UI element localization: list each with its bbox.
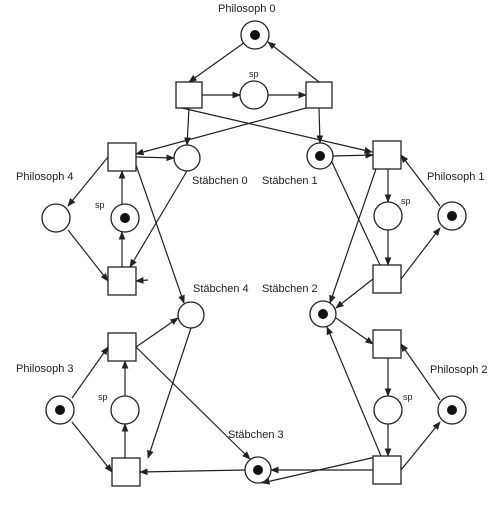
arc: [139, 468, 246, 476]
label-chopstick-4: Stäbchen 4: [193, 283, 249, 295]
arc: [135, 277, 149, 284]
token-p0-think: [250, 30, 260, 40]
label-sp-right: sp: [401, 196, 411, 206]
label-philosopher-2: Philosoph 2: [430, 364, 488, 376]
transition-p0-release: [305, 81, 333, 109]
label-chopstick-2: Stäbchen 2: [262, 283, 318, 295]
transition-p3-release: [107, 332, 137, 362]
label-chopstick-1: Stäbchen 1: [262, 175, 318, 187]
arc: [71, 421, 113, 473]
arc: [400, 227, 441, 280]
label-sp-left: sp: [95, 200, 105, 210]
arc: [335, 317, 374, 345]
token-p3-think: [55, 405, 65, 415]
transition-p2-take: [372, 329, 402, 359]
arc: [332, 151, 374, 159]
token-stick-1: [315, 151, 325, 161]
transition-p1-take: [372, 140, 402, 170]
label-philosopher-0: Philosoph 0: [218, 3, 276, 15]
arc: [135, 164, 185, 304]
arc: [135, 154, 175, 162]
arc: [329, 168, 377, 304]
label-philosopher-4: Philosoph 4: [16, 171, 74, 183]
arc: [135, 317, 179, 348]
arc: [135, 107, 307, 156]
arc: [400, 421, 441, 471]
arc: [326, 326, 382, 457]
arc: [181, 107, 373, 154]
label-philosopher-3: Philosoph 3: [16, 363, 74, 375]
arc: [71, 346, 109, 399]
token-stick-3: [253, 465, 263, 475]
token-stick-2: [318, 309, 328, 319]
transition-p4-release: [107, 142, 137, 172]
label-philosopher-1: Philosoph 1: [427, 171, 485, 183]
transition-p0-take: [175, 81, 203, 109]
place-p1-eat: [373, 201, 403, 231]
arc: [67, 229, 109, 282]
arc: [335, 278, 374, 309]
place-p2-eat: [373, 395, 403, 425]
token-p1-think: [447, 211, 457, 221]
arc: [267, 41, 320, 83]
place-stick-4: [177, 301, 205, 329]
label-chopstick-3: Stäbchen 3: [228, 429, 284, 441]
arc: [316, 107, 324, 144]
arc: [400, 154, 441, 207]
arc: [184, 107, 191, 146]
transition-p3-take: [111, 457, 141, 487]
arc: [400, 343, 441, 401]
transition-p4-take: [107, 266, 137, 296]
transition-p1-release: [372, 264, 402, 294]
token-p2-think: [447, 405, 457, 415]
arc: [261, 455, 381, 485]
arc: [322, 142, 381, 266]
arc: [67, 156, 109, 207]
arc: [135, 346, 251, 460]
transition-p2-release: [372, 455, 402, 485]
place-p4-think: [41, 203, 71, 233]
label-sp-bottom-left: sp: [98, 392, 108, 402]
arc: [129, 170, 188, 268]
label-chopstick-0: Stäbchen 0: [192, 175, 248, 187]
arc: [147, 327, 192, 459]
arcs: [67, 34, 441, 485]
token-p4-eat: [120, 213, 130, 223]
label-sp-bottom-right: sp: [403, 392, 413, 402]
place-stick-0: [173, 144, 201, 172]
place-p0-eat: [239, 80, 269, 110]
label-sp-top: sp: [249, 69, 259, 79]
place-p3-eat: [110, 395, 140, 425]
